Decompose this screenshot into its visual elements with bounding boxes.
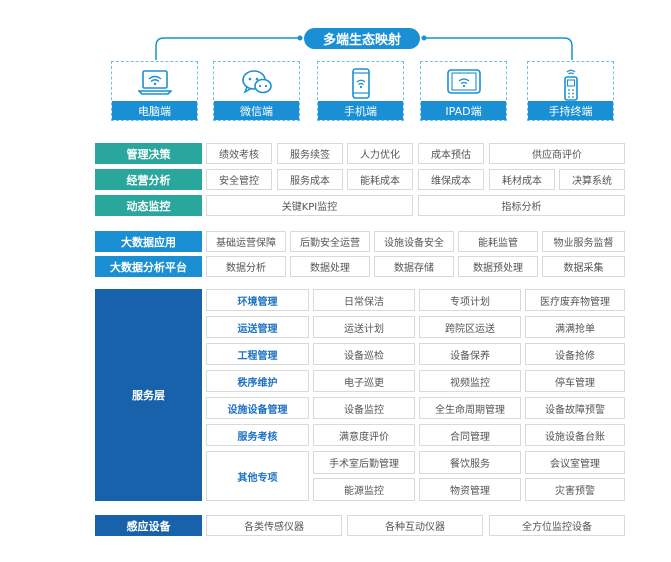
terminal-label: 手持终端 [528,101,613,120]
cell-monitor: 关键KPI监控 [206,195,413,216]
label-dynamic-monitor: 动态监控 [95,195,202,216]
service-item: 设备抢修 [525,343,625,365]
service-item: 全生命周期管理 [419,397,521,419]
service-category: 设施设备管理 [206,397,309,419]
terminal-ipad: IPAD端 [420,61,507,121]
service-item: 物资管理 [419,478,521,501]
cell-bigdata-app: 能耗监管 [458,231,538,252]
terminal-wechat: 微信端 [213,61,300,121]
service-item: 停车管理 [525,370,625,392]
service-category: 环境管理 [206,289,309,311]
service-item: 设备巡检 [313,343,415,365]
label-bigdata-app: 大数据应用 [95,231,202,252]
service-category: 工程管理 [206,343,309,365]
cell-bigdata-platform: 数据采集 [542,256,625,277]
connector-lines [155,35,573,60]
service-item: 设施设备台账 [525,424,625,446]
service-item: 设备监控 [313,397,415,419]
laptop-wifi-icon [137,70,172,95]
terminal-handheld: 手持终端 [527,61,614,121]
terminal-pc: 电脑端 [111,61,198,121]
label-bigdata-platform: 大数据分析平台 [95,256,202,277]
label-management-decision: 管理决策 [95,143,202,164]
cell-decision: 绩效考核 [206,143,272,164]
service-item: 手术室后勤管理 [313,451,415,474]
service-item: 日常保洁 [313,289,415,311]
terminal-label: IPAD端 [421,101,506,120]
service-category: 秩序维护 [206,370,309,392]
cell-analysis: 能耗成本 [347,169,413,190]
service-item: 跨院区运送 [419,316,521,338]
service-category-other: 其他专项 [206,451,309,501]
wechat-icon [241,70,272,94]
cell-sensing: 全方位监控设备 [489,515,625,536]
service-category: 运送管理 [206,316,309,338]
mobile-phone-icon [351,68,370,99]
cell-analysis: 耗材成本 [489,169,555,190]
service-item: 合同管理 [419,424,521,446]
cell-analysis: 决算系统 [559,169,625,190]
cell-decision: 成本预估 [418,143,484,164]
service-item: 设备故障预警 [525,397,625,419]
service-item: 会议室管理 [525,451,625,474]
service-item: 满意度评价 [313,424,415,446]
diagram-title: 多端生态映射 [304,28,420,49]
label-business-analysis: 经营分析 [95,169,202,190]
service-item: 运送计划 [313,316,415,338]
cell-bigdata-platform: 数据预处理 [458,256,538,277]
service-item: 设备保养 [419,343,521,365]
label-sensing-devices: 感应设备 [95,515,202,536]
service-item: 灾害预警 [525,478,625,501]
cell-bigdata-platform: 数据处理 [290,256,370,277]
cell-bigdata-app: 设施设备安全 [374,231,454,252]
cell-decision: 服务续签 [277,143,343,164]
service-item: 餐饮服务 [419,451,521,474]
cell-decision: 供应商评价 [489,143,625,164]
cell-analysis: 维保成本 [418,169,484,190]
service-item: 专项计划 [419,289,521,311]
cell-bigdata-app: 物业服务监督 [542,231,625,252]
terminal-label: 电脑端 [112,101,197,120]
service-item: 电子巡更 [313,370,415,392]
cell-analysis: 安全管控 [206,169,272,190]
tablet-icon [446,69,481,94]
label-service-layer: 服务层 [95,289,202,501]
cell-bigdata-app: 后勤安全运营 [290,231,370,252]
cell-monitor: 指标分析 [418,195,625,216]
cell-sensing: 各种互动仪器 [347,515,483,536]
cell-bigdata-platform: 数据存储 [374,256,454,277]
cell-bigdata-app: 基础运营保障 [206,231,286,252]
cell-analysis: 服务成本 [277,169,343,190]
terminal-mobile: 手机端 [317,61,404,121]
service-item: 满满抢单 [525,316,625,338]
cell-bigdata-platform: 数据分析 [206,256,286,277]
terminal-label: 微信端 [214,101,299,120]
service-category: 服务考核 [206,424,309,446]
handheld-terminal-icon [563,69,578,101]
service-item: 医疗废弃物管理 [525,289,625,311]
cell-sensing: 各类传感仪器 [206,515,342,536]
service-item: 视频监控 [419,370,521,392]
service-item: 能源监控 [313,478,415,501]
terminal-label: 手机端 [318,101,403,120]
cell-decision: 人力优化 [347,143,413,164]
